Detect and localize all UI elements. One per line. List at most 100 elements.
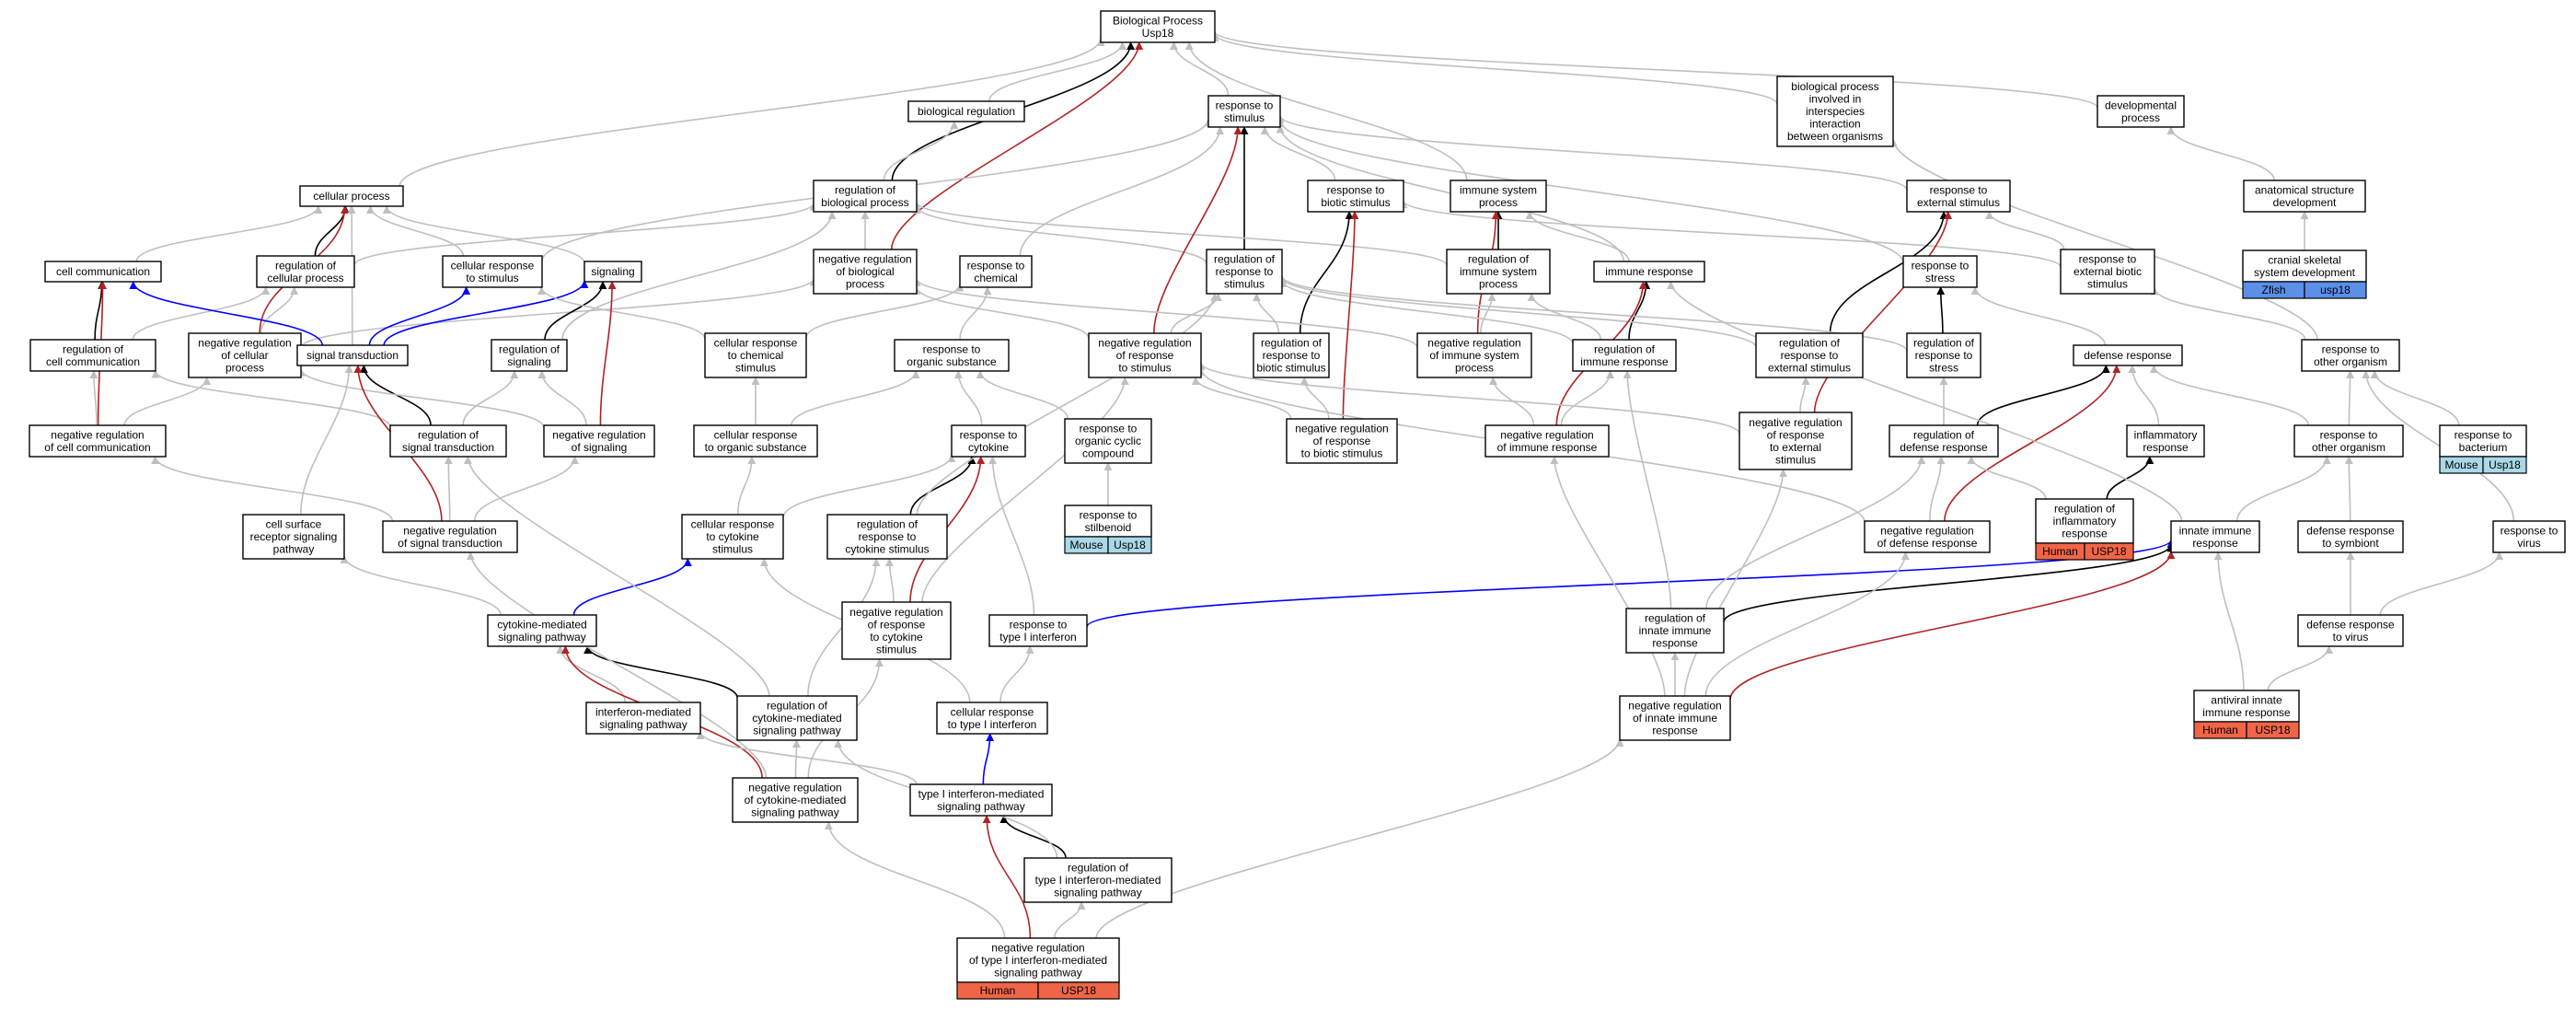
edge-positively-regulates xyxy=(383,280,589,346)
go-term-node-cp[interactable]: cellular process xyxy=(299,185,404,207)
edge-layer xyxy=(89,30,2515,939)
term-label-line: immune response xyxy=(2202,706,2291,719)
annotation-gene-cell xyxy=(2304,281,2367,299)
go-term-node-cc[interactable]: cell communication xyxy=(44,261,162,283)
term-label-line: regulation of xyxy=(1214,253,1276,266)
go-term-node-ir[interactable]: immune response xyxy=(1593,261,1705,283)
edge-is-a xyxy=(463,456,770,697)
edge-is-a xyxy=(791,370,920,426)
edge-is-a xyxy=(999,645,1034,703)
term-label-line: regulation of xyxy=(1913,337,1975,350)
term-label-line: to organic substance xyxy=(705,441,807,454)
go-term-node-breg[interactable]: biological regulation xyxy=(907,100,1025,122)
term-label-line: signaling pathway xyxy=(599,718,687,731)
edge-is-a xyxy=(2128,365,2160,426)
term-label-line: signaling pathway xyxy=(753,725,840,737)
go-term-node-st[interactable]: signal transduction xyxy=(296,344,409,366)
go-term-node-rcmsp[interactable]: regulation ofcytokine-mediatedsignaling … xyxy=(736,695,858,741)
term-label-line: of response xyxy=(1767,428,1825,441)
term-label-line: regulation of xyxy=(275,259,337,272)
term-label-line: to cytokine xyxy=(706,530,759,543)
edge-negatively-regulates xyxy=(1153,126,1242,334)
term-label-line: response xyxy=(1652,637,1698,650)
term-label-line: process xyxy=(1479,196,1518,209)
term-label-line: negative regulation xyxy=(1295,423,1388,435)
term-box xyxy=(704,332,807,378)
term-label-line: regulation of xyxy=(835,183,896,196)
term-label-line: bacterium xyxy=(2459,441,2508,454)
term-label-line: cellular process xyxy=(267,272,343,284)
term-box xyxy=(1100,10,1216,43)
go-term-node-sig[interactable]: signaling xyxy=(583,261,642,283)
go-term-node-dr[interactable]: defense response xyxy=(2073,344,2183,366)
